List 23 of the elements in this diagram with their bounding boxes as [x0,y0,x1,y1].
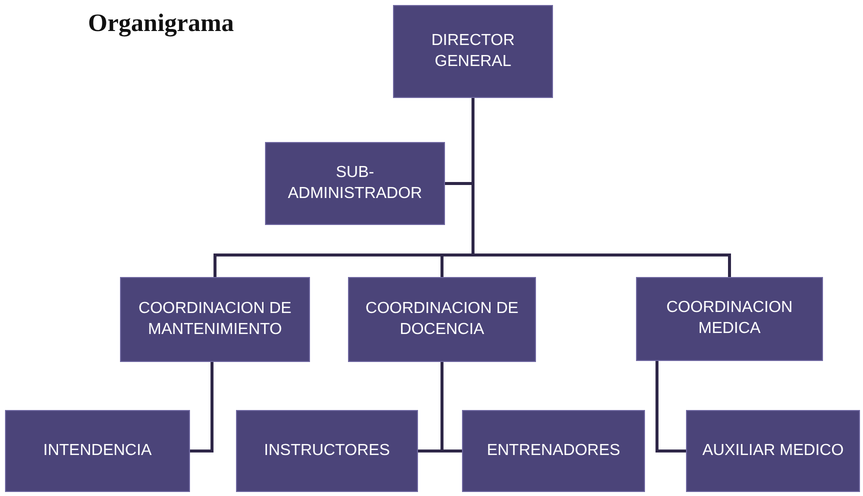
box-label: SUB-ADMINISTRADOR [286,162,424,204]
org-box [686,410,860,492]
org-box [236,410,418,492]
org-box [5,410,190,492]
org-box [462,410,645,492]
connector-line [190,362,214,452]
org-box [120,277,310,362]
box-label: ENTRENADORES [486,440,620,461]
org-box [265,142,445,225]
box-label: DIRECTOR GENERAL [430,30,516,72]
connector-line [472,98,731,277]
box-label: COORDINACION DE MANTENIMIENTO [138,298,292,340]
org-box [348,277,536,362]
box-label: INTENDENCIA [43,440,152,461]
title: Organigrama [88,10,234,38]
box-label: COORDINACION MEDICA [665,298,794,339]
connector-line [656,361,686,452]
connector-line [440,362,462,452]
box-label: COORDINACION DE DOCENCIA [364,298,520,340]
org-box [636,277,823,361]
box-label: AUXILIAR MEDICO [702,440,844,461]
org-box [393,5,553,98]
box-label: INSTRUCTORES [264,440,390,461]
